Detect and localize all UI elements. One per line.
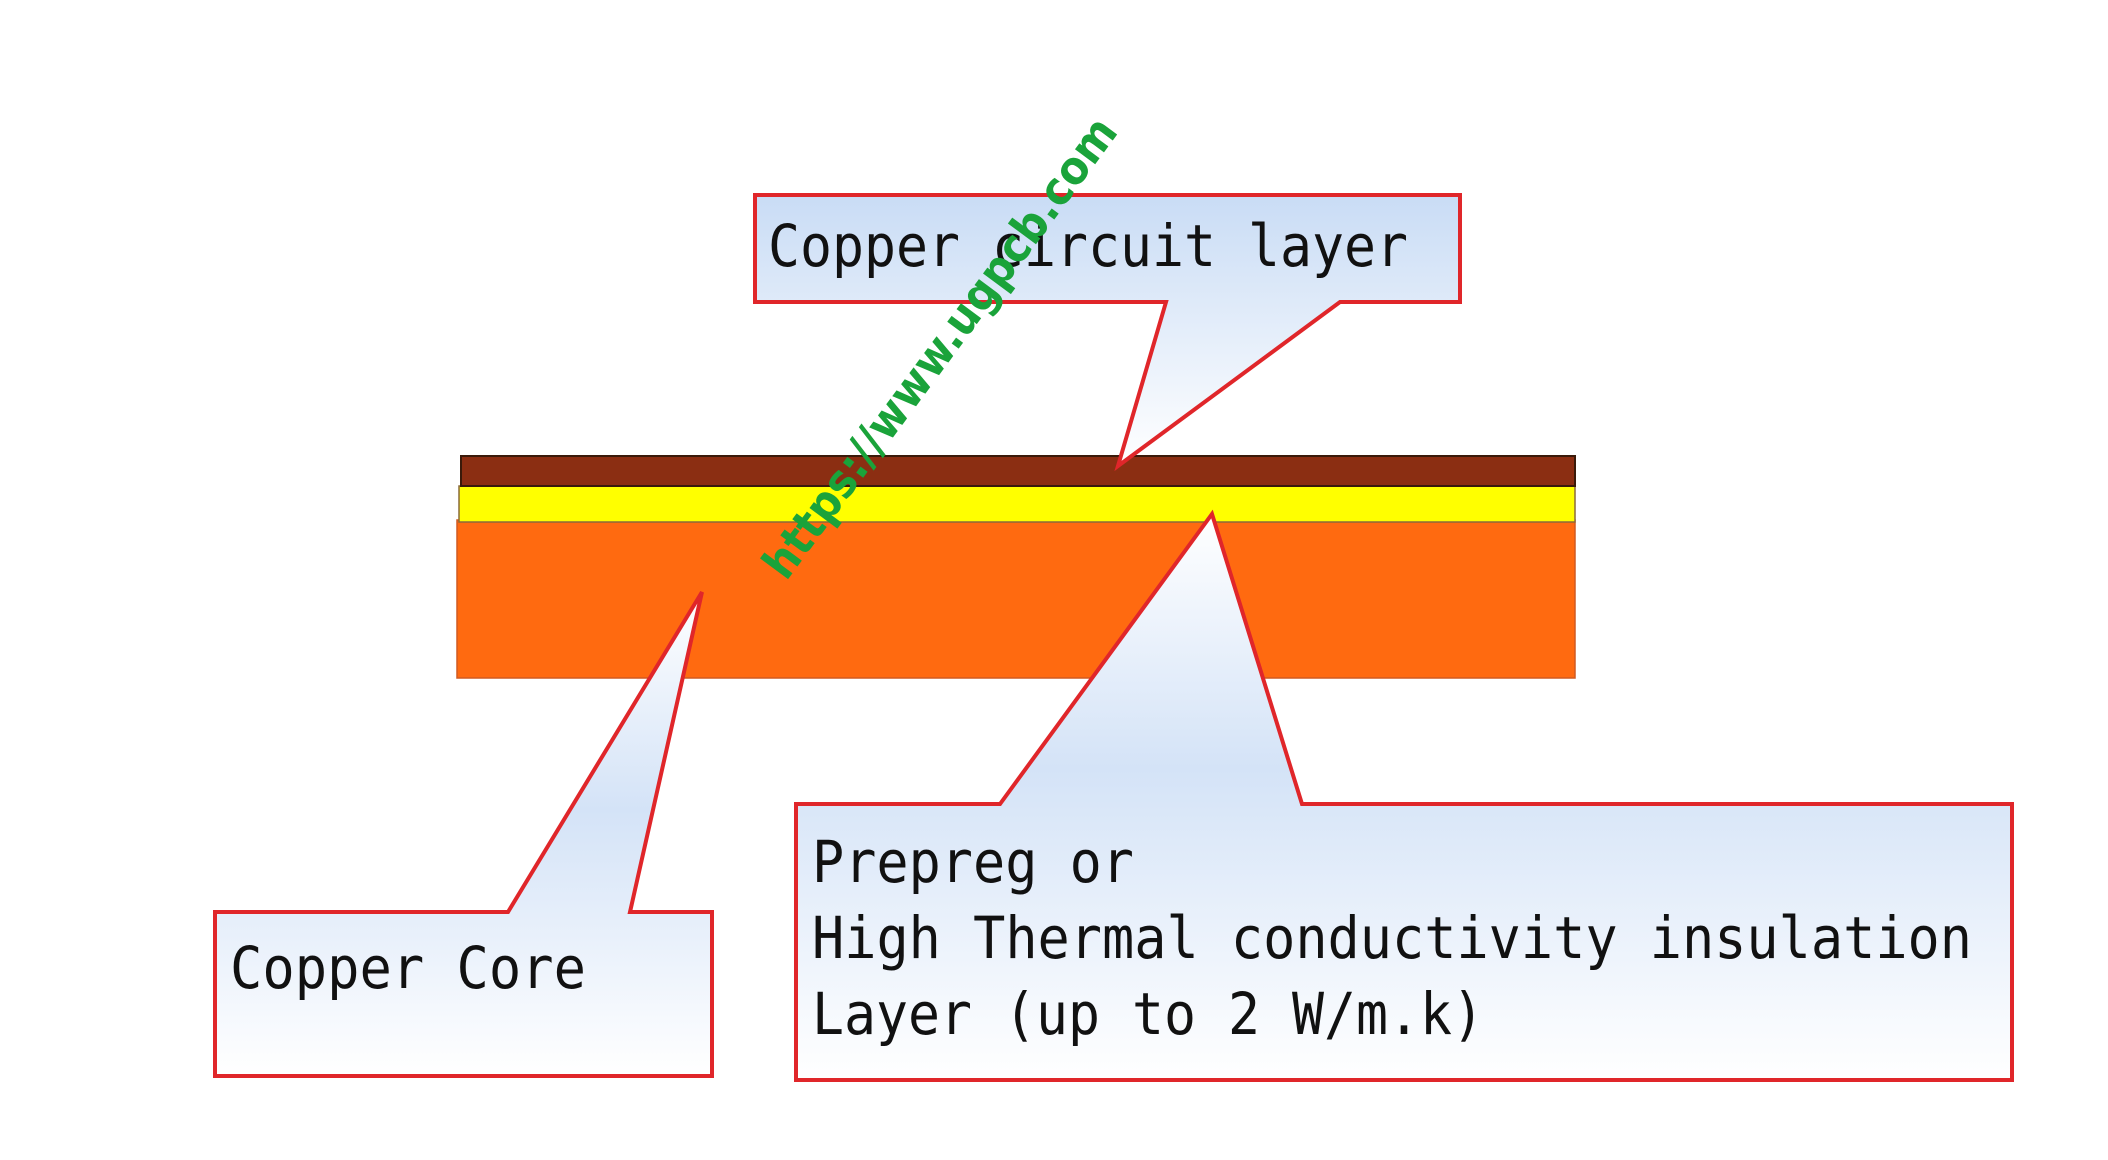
callout-copper-core-label: Copper Core — [230, 934, 586, 1002]
callout-copper-circuit: Copper circuit layer — [753, 193, 1462, 472]
callout-insulation-shape — [794, 509, 2014, 1082]
callout-copper-circuit-shape — [753, 193, 1462, 472]
dielectric-layer — [458, 485, 1576, 523]
layer-stack — [456, 455, 1576, 679]
copper-core-layer — [456, 519, 1576, 679]
callout-copper-core: Copper Core — [213, 590, 714, 1078]
callout-insulation-line-3: Layer (up to 2 W/m.k) — [812, 980, 1484, 1048]
callout-insulation-line-2: High Thermal conductivity insulation — [812, 904, 1972, 972]
callout-copper-circuit-label: Copper circuit layer — [768, 212, 1408, 280]
callout-insulation-line-1: Prepreg or — [812, 828, 1134, 896]
callout-insulation: Prepreg or High Thermal conductivity ins… — [794, 509, 2014, 1082]
callout-copper-core-shape — [213, 590, 714, 1078]
copper-circuit-layer — [460, 455, 1576, 487]
